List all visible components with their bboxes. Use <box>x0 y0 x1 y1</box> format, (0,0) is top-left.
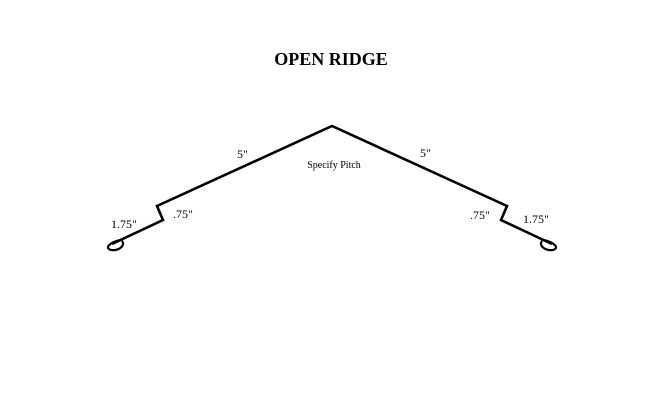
right-step-dimension: .75" <box>470 208 490 222</box>
left-step-dimension: .75" <box>173 207 193 221</box>
ridge-profile-line <box>111 124 553 246</box>
right-slope-dimension: 5" <box>420 146 431 160</box>
diagram-title: OPEN RIDGE <box>274 49 388 69</box>
left-slope-dimension: 5" <box>237 147 248 161</box>
right-leg-dimension: 1.75" <box>523 212 549 226</box>
left-hem-curl <box>106 238 125 252</box>
pitch-note: Specify Pitch <box>307 160 361 171</box>
right-hem-curl <box>539 238 558 252</box>
left-leg-dimension: 1.75" <box>111 217 137 231</box>
